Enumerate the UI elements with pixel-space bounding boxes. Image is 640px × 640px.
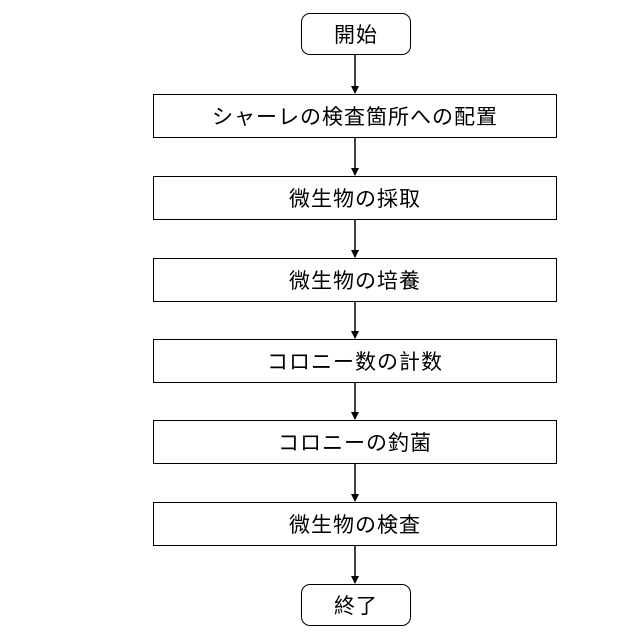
process-step-5: コロニーの釣菌 — [153, 420, 557, 464]
process-step-1: シャーレの検査箇所への配置 — [153, 94, 557, 138]
step-5-label: コロニーの釣菌 — [278, 427, 432, 457]
end-label: 終了 — [334, 590, 378, 620]
process-step-4: コロニー数の計数 — [153, 339, 557, 383]
step-6-label: 微生物の検査 — [289, 509, 421, 539]
process-step-6: 微生物の検査 — [153, 502, 557, 546]
process-step-3: 微生物の培養 — [153, 258, 557, 302]
step-4-label: コロニー数の計数 — [267, 346, 443, 376]
start-label: 開始 — [334, 19, 378, 49]
process-step-2: 微生物の採取 — [153, 176, 557, 220]
step-2-label: 微生物の採取 — [289, 183, 421, 213]
end-terminal: 終了 — [301, 584, 411, 626]
start-terminal: 開始 — [301, 13, 411, 55]
step-3-label: 微生物の培養 — [289, 265, 421, 295]
step-1-label: シャーレの検査箇所への配置 — [212, 101, 498, 131]
